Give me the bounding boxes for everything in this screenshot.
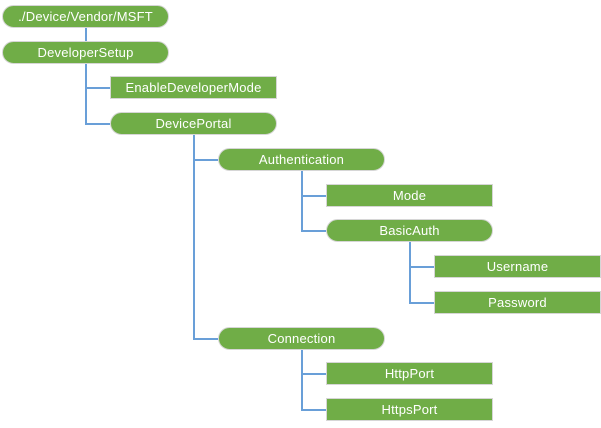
tree-connector-line [302, 409, 326, 411]
tree-connector-line [86, 123, 110, 125]
tree-node-label: EnableDeveloperMode [125, 80, 262, 95]
tree-node-label: Password [488, 295, 547, 310]
tree-node-deviceportal: DevicePortal [110, 112, 277, 135]
tree-connector-line [302, 230, 326, 232]
tree-node-mode: Mode [326, 184, 493, 207]
tree-connector-line [410, 266, 434, 268]
tree-connector-line [410, 302, 434, 304]
tree-connector-line [85, 28, 87, 41]
tree-node-label: Mode [392, 188, 427, 203]
tree-connector-line [301, 171, 303, 232]
tree-connector-line [86, 87, 110, 89]
tree-connector-line [409, 242, 411, 304]
tree-node-label: Authentication [258, 152, 345, 167]
tree-node-basicauth: BasicAuth [326, 219, 493, 242]
tree-node-msft: ./Device/Vendor/MSFT [2, 5, 169, 28]
tree-node-developersetup: DeveloperSetup [2, 41, 169, 64]
tree-connector-line [302, 373, 326, 375]
tree-node-connection: Connection [218, 327, 385, 350]
tree-connector-line [194, 159, 218, 161]
tree-connector-line [193, 135, 195, 340]
tree-node-httpsport: HttpsPort [326, 398, 493, 421]
tree-node-label: HttpsPort [381, 402, 438, 417]
tree-node-httpport: HttpPort [326, 362, 493, 385]
tree-node-label: Connection [267, 331, 336, 346]
tree-node-authentication: Authentication [218, 148, 385, 171]
tree-connector-line [85, 64, 87, 125]
tree-node-enabledevelopermode: EnableDeveloperMode [110, 76, 277, 99]
tree-node-label: ./Device/Vendor/MSFT [18, 9, 153, 24]
tree-node-username: Username [434, 255, 601, 278]
tree-connector-line [302, 195, 326, 197]
tree-node-password: Password [434, 291, 601, 314]
tree-node-label: HttpPort [384, 366, 435, 381]
tree-node-label: Username [486, 259, 549, 274]
tree-node-label: BasicAuth [379, 223, 440, 238]
tree-connector-line [301, 350, 303, 411]
tree-node-label: DeveloperSetup [37, 45, 134, 60]
tree-connector-line [194, 338, 218, 340]
tree-node-label: DevicePortal [155, 116, 232, 131]
